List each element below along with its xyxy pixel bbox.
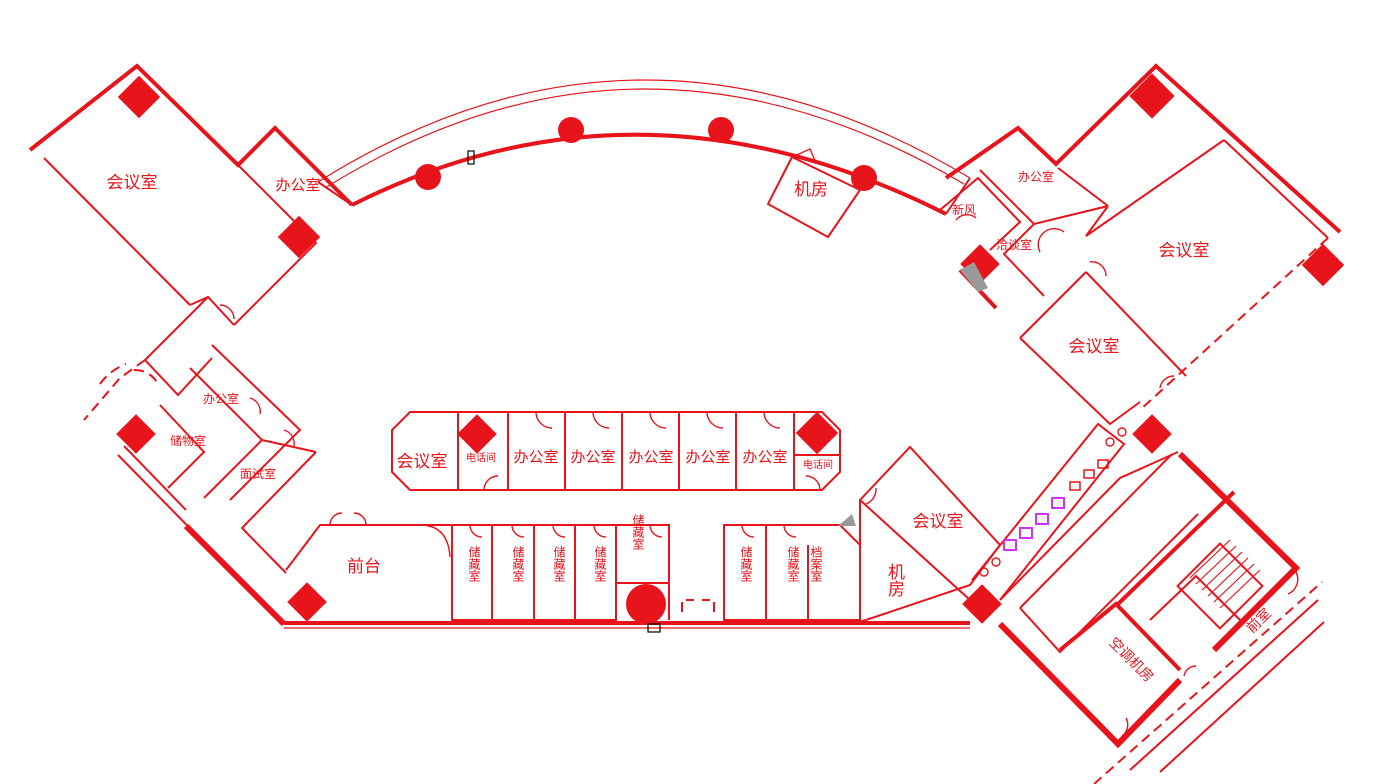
column [558, 117, 584, 143]
column [1129, 73, 1175, 119]
column [277, 215, 321, 259]
room-label: 办公室 [1018, 169, 1054, 184]
room-label: 前室 [1243, 605, 1275, 637]
room-label: 会议室 [107, 173, 158, 193]
column [1132, 414, 1172, 454]
room-label: 办公室 [628, 448, 673, 466]
column [1301, 243, 1345, 287]
stair [1189, 539, 1261, 609]
machine-room-top [766, 148, 862, 239]
column [116, 414, 156, 454]
room-label: 空调机房 [1105, 635, 1156, 686]
room-label: 前台 [347, 557, 381, 577]
room-label: 会议室 [1159, 241, 1210, 261]
room-label: 电话间 [466, 451, 496, 464]
bottom-strip [284, 512, 970, 633]
top-left-wing [28, 63, 354, 326]
room-label: 机房 [794, 180, 828, 200]
room-label-vertical: 档案室 [809, 546, 823, 582]
room-label-vertical: 储藏室 [552, 545, 566, 582]
room-label-vertical: 储藏室 [739, 545, 753, 582]
column [962, 584, 1002, 624]
marker-icon [647, 623, 661, 633]
room-label: 新风 [952, 202, 976, 217]
room-label: 办公室 [203, 391, 239, 406]
bottom-right-core [971, 422, 1325, 784]
room-label-vertical: 机房 [884, 563, 905, 598]
right-middle-rooms [838, 445, 1002, 624]
room-label: 办公室 [513, 448, 558, 466]
room-label: 办公室 [742, 448, 787, 466]
arc-corridor [317, 79, 971, 216]
room-label: 会议室 [913, 512, 964, 532]
room-labels: 会议室 办公室 机房 办公室 新风 洽谈室 会议室 会议室 办公室 储物室 面试… [107, 169, 1275, 686]
room-label-vertical: 储藏室 [786, 545, 800, 582]
room-label: 洽谈室 [996, 237, 1032, 252]
room-label: 面试室 [240, 466, 276, 481]
room-label: 办公室 [685, 448, 730, 466]
arc-columns [415, 117, 877, 191]
column [287, 582, 327, 622]
top-right-wing [939, 63, 1345, 454]
room-label: 储物室 [170, 433, 206, 448]
room-label-vertical: 储藏室 [511, 545, 525, 582]
marker-icon [467, 150, 475, 165]
room-label: 电话间 [803, 458, 833, 471]
column [708, 117, 734, 143]
column [851, 165, 877, 191]
room-label-vertical: 储藏室 [631, 513, 645, 550]
toilet-fixtures [979, 427, 1127, 577]
room-label: 办公室 [275, 176, 320, 194]
column [457, 414, 497, 454]
room-label: 会议室 [397, 452, 448, 472]
left-side-rooms [83, 296, 317, 627]
column [415, 164, 441, 190]
column [117, 75, 161, 119]
room-label: 会议室 [1069, 337, 1120, 357]
column [795, 411, 839, 455]
column [626, 584, 666, 624]
room-label: 办公室 [570, 448, 615, 466]
room-label-vertical: 储藏室 [593, 545, 607, 582]
room-label-vertical: 储藏室 [467, 545, 481, 582]
